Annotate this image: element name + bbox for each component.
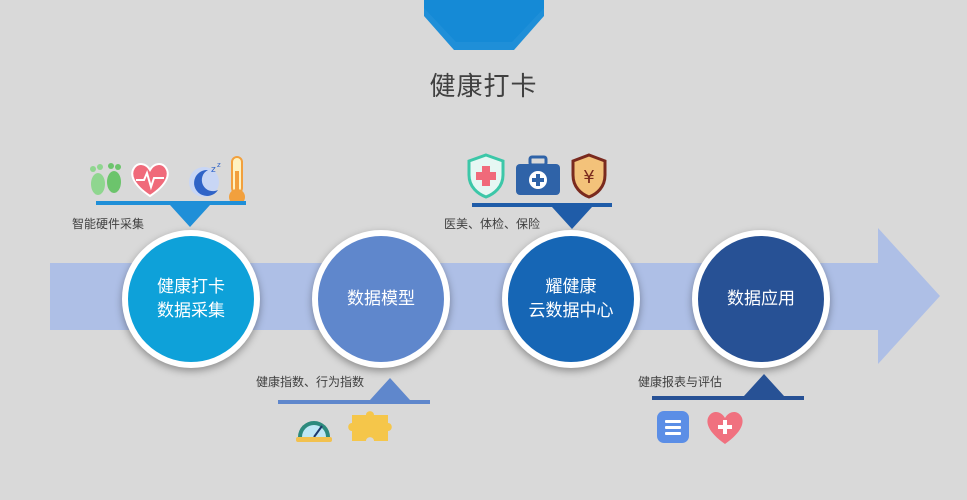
callout-bar-2 bbox=[278, 400, 430, 404]
callout-label-1: 智能硬件采集 bbox=[72, 217, 145, 231]
gauge-icon bbox=[296, 421, 332, 442]
thermometer-icon bbox=[229, 156, 245, 205]
callout-pointer-4 bbox=[744, 374, 784, 396]
footprint-icon bbox=[90, 163, 121, 195]
svg-text:¥: ¥ bbox=[583, 167, 594, 188]
puzzle-icon bbox=[348, 411, 392, 441]
heart-plus-icon bbox=[707, 412, 743, 444]
callout-bar-3 bbox=[472, 203, 612, 207]
page-title: 健康打卡 bbox=[429, 71, 538, 101]
callout-label-3: 医美、体检、保险 bbox=[444, 217, 541, 231]
moon-sleep-icon: z z bbox=[189, 161, 221, 197]
callout-label-4: 健康报表与评估 bbox=[638, 375, 723, 389]
medical-kit-icon bbox=[516, 155, 560, 195]
yuan-shield-icon: ¥ bbox=[571, 153, 607, 199]
node-cloud-data-center: 耀健康 云数据中心 bbox=[502, 230, 640, 368]
callout-bar-4 bbox=[652, 396, 804, 400]
report-list-icon bbox=[657, 411, 689, 443]
heart-rate-icon bbox=[131, 163, 169, 198]
callout-pointer-1 bbox=[170, 205, 210, 227]
svg-text:z: z bbox=[217, 161, 221, 169]
node-data-collection: 健康打卡 数据采集 bbox=[122, 230, 260, 368]
callout-pointer-2 bbox=[370, 378, 410, 400]
shield-plus-icon bbox=[467, 153, 505, 199]
svg-text:z: z bbox=[211, 165, 216, 175]
callout-label-2: 健康指数、行为指数 bbox=[256, 375, 365, 389]
callout-bar-1 bbox=[96, 201, 246, 205]
node-data-application: 数据应用 bbox=[692, 230, 830, 368]
node-data-model: 数据模型 bbox=[312, 230, 450, 368]
top-hexagon-tab bbox=[424, 0, 544, 50]
callout-pointer-3 bbox=[552, 207, 592, 229]
